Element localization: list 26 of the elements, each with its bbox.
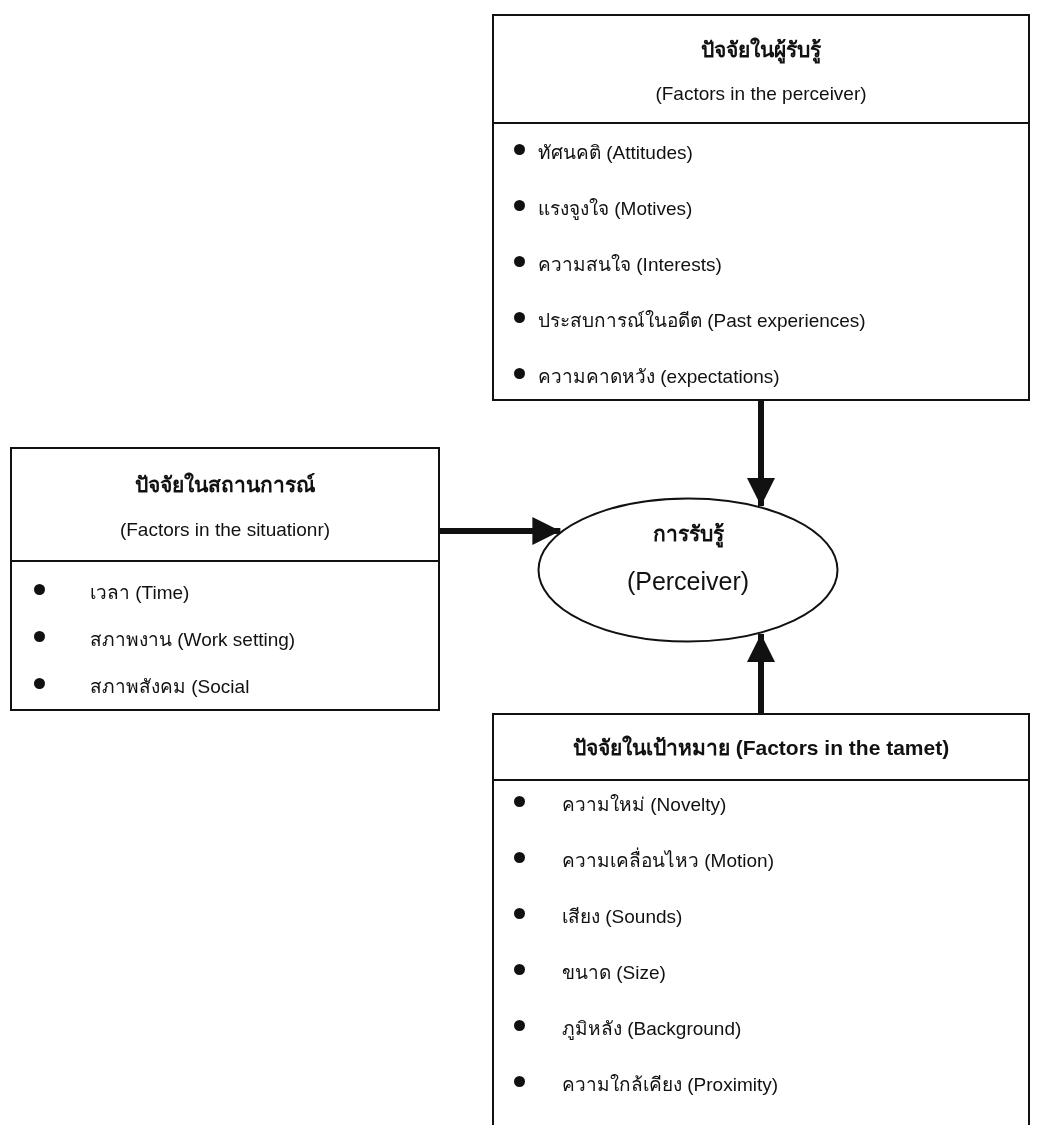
list-item: ประสบการณ์ในอดีต (Past experiences) xyxy=(538,309,866,333)
list-item: เวลา (Time) xyxy=(90,581,190,605)
box-subheading: (Factors in the situationr) xyxy=(119,519,331,542)
list-item: ความคาดหวัง (expectations) xyxy=(538,365,780,389)
list-item: ขนาด (Size) xyxy=(562,961,666,985)
list-item: แรงจูงใจ (Motives) xyxy=(538,197,693,222)
arrow xyxy=(440,517,561,545)
box-heading: ปัจจัยในเป้าหมาย (Factors in the tamet) xyxy=(572,734,950,761)
box-heading: ปัจจัยในสถานการณ์ xyxy=(135,471,315,498)
box-subheading: (Factors in the perceiver) xyxy=(655,83,867,105)
list-item: สภาพสังคม (Social xyxy=(90,675,250,699)
factor-box xyxy=(492,713,1030,1125)
list-item: ความสนใจ (Interests) xyxy=(538,253,722,277)
list-item: ภูมิหลัง (Background) xyxy=(562,1017,742,1042)
box-heading: ปัจจัยในผู้รับรู้ xyxy=(701,33,821,66)
factor-box xyxy=(492,14,1030,401)
list-item: ทัศนคติ (Attitudes) xyxy=(538,141,693,165)
arrow xyxy=(747,401,775,507)
list-item: สภาพงาน (Work setting) xyxy=(90,628,296,652)
list-item: เสียง (Sounds) xyxy=(562,905,683,929)
list-item: ความใกล้เคียง (Proximity) xyxy=(562,1073,779,1097)
list-item: ความเคลื่อนไหว (Motion) xyxy=(562,845,774,875)
list-item: ความใหม่ (Novelty) xyxy=(562,793,727,817)
factor-box xyxy=(10,447,440,711)
arrow xyxy=(747,633,775,713)
ellipse-subtitle: (Perceiver) xyxy=(626,567,750,595)
